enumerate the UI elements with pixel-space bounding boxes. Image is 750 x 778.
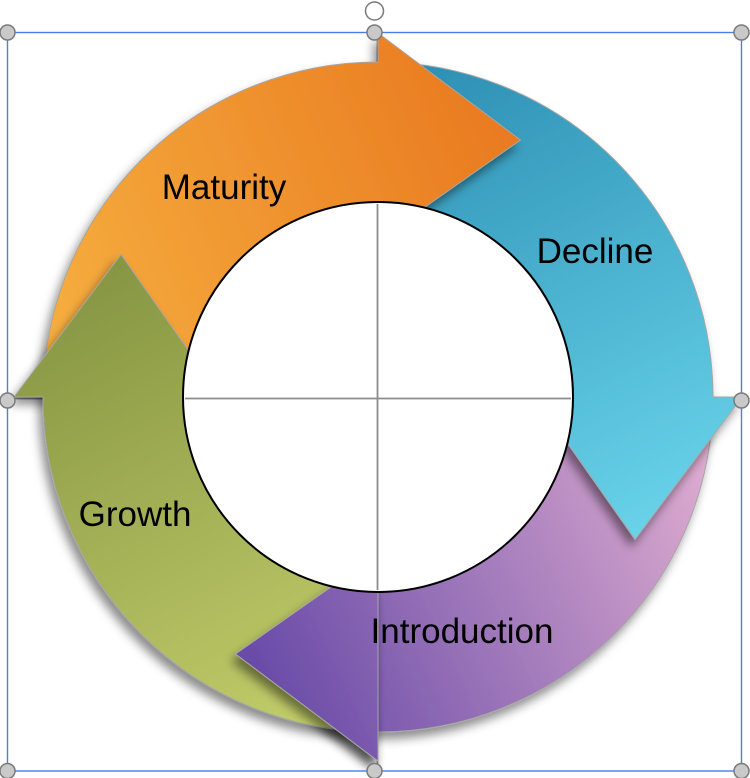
resize-handle-bottom-center[interactable] [366, 762, 383, 778]
resize-handle-middle-right[interactable] [733, 392, 750, 409]
stage-label-introduction[interactable]: Introduction [371, 612, 554, 651]
stage-label-decline[interactable]: Decline [537, 232, 654, 271]
cycle-arrow-introduction-head[interactable] [234, 553, 379, 763]
resize-handle-top-right[interactable] [733, 24, 750, 41]
resize-handle-middle-left[interactable] [0, 392, 16, 409]
resize-handle-bottom-right[interactable] [733, 762, 750, 778]
resize-handle-top-center[interactable] [366, 24, 383, 41]
resize-handle-bottom-left[interactable] [0, 762, 16, 778]
rotate-handle[interactable] [364, 1, 385, 21]
stage-label-maturity[interactable]: Maturity [162, 168, 287, 207]
resize-handle-top-left[interactable] [0, 24, 16, 41]
stage-label-growth[interactable]: Growth [79, 495, 192, 534]
